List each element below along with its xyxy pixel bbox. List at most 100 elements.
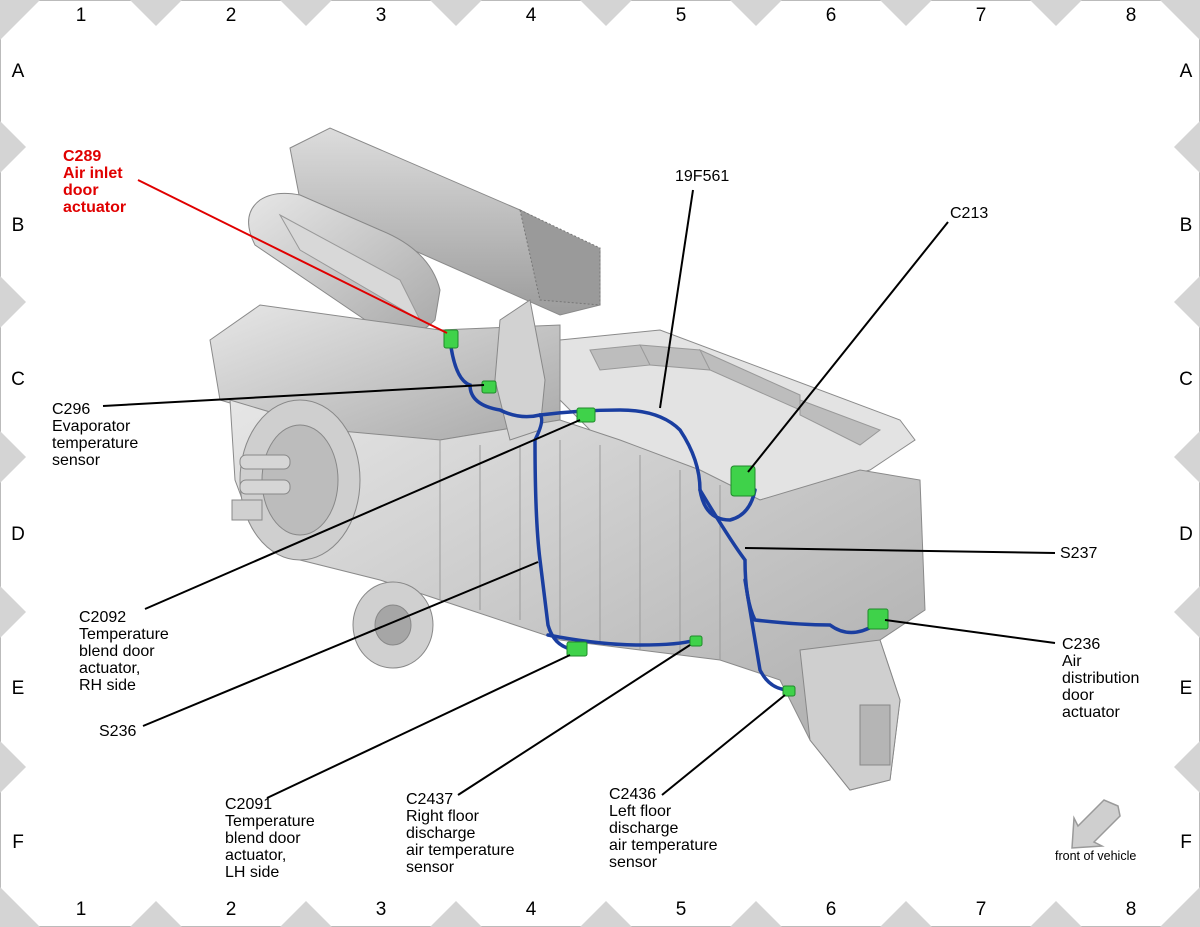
callout-description-line: Temperature — [79, 626, 169, 643]
border-marker — [730, 901, 782, 927]
callout-description-line: sensor — [609, 854, 658, 871]
callout-description-line: door — [1062, 687, 1095, 704]
callout-description-line: Air — [1062, 653, 1082, 670]
hvac-module-illustration — [209, 127, 926, 791]
callout-code: S237 — [1060, 545, 1098, 562]
grid-row-E-left: E — [12, 678, 25, 699]
border-marker — [1174, 586, 1200, 638]
callout-description-line: blend door — [79, 643, 155, 660]
connector-c289 — [443, 329, 459, 349]
border-marker — [0, 431, 26, 483]
callout-description-line: Left floor — [609, 803, 672, 820]
callout-description-line: blend door — [225, 830, 301, 847]
callout-description-line: sensor — [406, 859, 455, 876]
callout-code: C236 — [1062, 636, 1101, 653]
callout-description-line: temperature — [52, 435, 139, 452]
grid-row-C-left: C — [11, 369, 25, 390]
border-marker — [730, 0, 782, 26]
callout-description-line: actuator, — [225, 847, 287, 864]
border-marker — [0, 0, 40, 40]
leader-19f561 — [659, 189, 694, 409]
callout-description-line: Right floor — [406, 808, 479, 825]
border-marker — [1160, 887, 1200, 927]
grid-row-B-left: B — [12, 215, 25, 236]
border-marker — [0, 586, 26, 638]
grid-row-E-right: E — [1180, 678, 1193, 699]
border-marker — [280, 901, 332, 927]
leader-lines — [102, 179, 1056, 799]
callout-code: C2436 — [609, 786, 657, 803]
border-marker — [0, 887, 40, 927]
border-marker — [430, 0, 482, 26]
connector-c236 — [867, 608, 889, 630]
grid-column-3-bottom: 3 — [376, 899, 387, 920]
connector-c2091 — [566, 641, 588, 657]
grid-column-8-bottom: 8 — [1126, 899, 1137, 920]
wiring-harness — [448, 338, 877, 692]
border-marker — [1030, 0, 1082, 26]
leader-c213 — [747, 221, 949, 473]
callout-description-line: distribution — [1062, 670, 1140, 687]
connectors — [443, 329, 889, 697]
grid-column-2-top: 2 — [226, 5, 237, 26]
border-marker — [1174, 741, 1200, 793]
border-marker — [130, 901, 182, 927]
grid-column-3-top: 3 — [376, 5, 387, 26]
leader-c2091 — [266, 654, 571, 799]
callout-description-line: RH side — [79, 677, 136, 694]
border-marker — [1030, 901, 1082, 927]
connector-c213 — [730, 465, 756, 497]
front-of-vehicle-label: front of vehicle — [1055, 849, 1137, 863]
leader-c2437 — [457, 644, 691, 796]
connector-c2437 — [689, 635, 703, 647]
grid-row-D-left: D — [11, 524, 25, 545]
grid-column-2-bottom: 2 — [226, 899, 237, 920]
grid-row-A-left: A — [12, 61, 25, 82]
grid-row-D-right: D — [1179, 524, 1193, 545]
grid-column-8-top: 8 — [1126, 5, 1137, 26]
connector-c2436 — [782, 685, 796, 697]
border-marker — [880, 901, 932, 927]
callout-code: C2091 — [225, 796, 273, 813]
callout-description-line: Temperature — [225, 813, 315, 830]
grid-column-6-top: 6 — [826, 5, 837, 26]
grid-row-A-right: A — [1180, 61, 1193, 82]
border-marker — [580, 901, 632, 927]
grid-column-7-top: 7 — [976, 5, 987, 26]
callout-code: C296 — [52, 401, 91, 418]
grid-column-6-bottom: 6 — [826, 899, 837, 920]
callout-description-line: discharge — [609, 820, 679, 837]
callout-description-line: actuator — [63, 199, 127, 216]
callout-19f561: 19F561 — [675, 168, 729, 185]
callout-code: S236 — [99, 723, 137, 740]
callout-description-line: actuator — [1062, 704, 1120, 721]
grid-row-C-right: C — [1179, 369, 1193, 390]
callout-s237: S237 — [1060, 545, 1097, 562]
callout-description-line: actuator, — [79, 660, 141, 677]
border-marker — [0, 276, 26, 328]
leader-c236 — [884, 619, 1056, 644]
front-of-vehicle-arrow-icon — [1071, 799, 1121, 849]
border-marker — [280, 0, 332, 26]
leader-s236 — [142, 561, 539, 727]
callout-description-line: air temperature — [406, 842, 515, 859]
border-marker — [880, 0, 932, 26]
callout-description-line: LH side — [225, 864, 280, 881]
grid-column-1-top: 1 — [76, 5, 87, 26]
border-marker — [1174, 121, 1200, 173]
grid-column-7-bottom: 7 — [976, 899, 987, 920]
grid-column-5-bottom: 5 — [676, 899, 687, 920]
grid-column-4-bottom: 4 — [526, 899, 537, 920]
border-marker — [1174, 431, 1200, 483]
leader-c289 — [137, 179, 448, 334]
grid-row-F-left: F — [12, 832, 24, 853]
